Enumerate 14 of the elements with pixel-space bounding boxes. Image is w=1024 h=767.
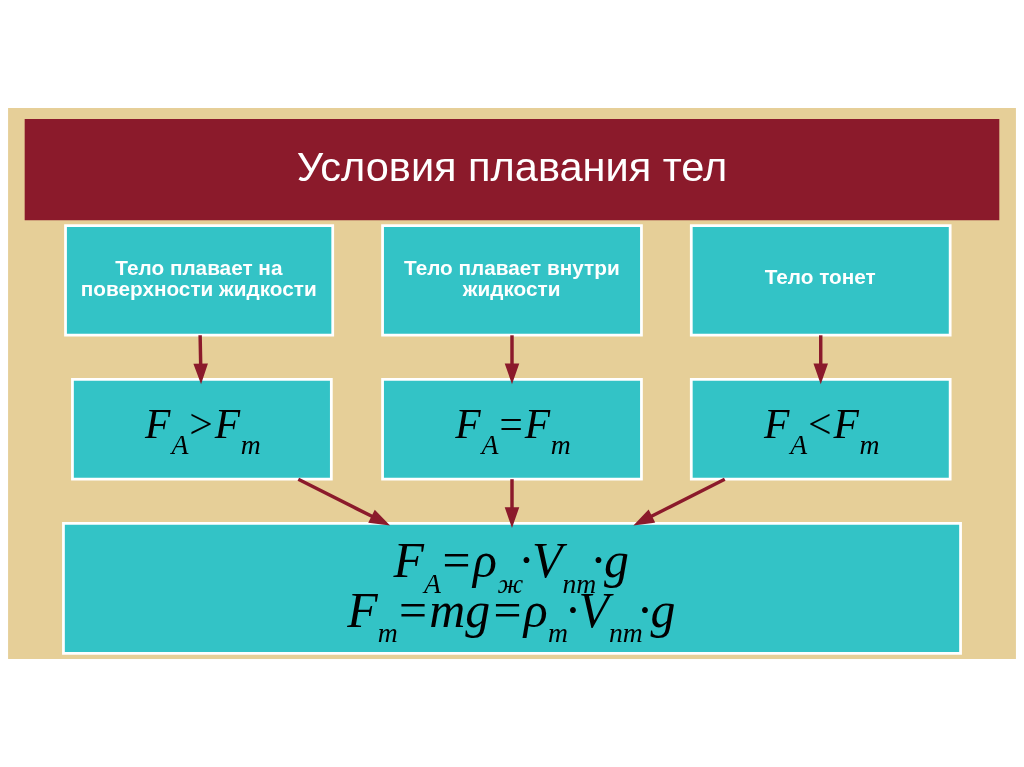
arrow [813, 335, 828, 385]
node-box: F$_{A}$<F$_{т}$ [689, 377, 952, 481]
arrow [504, 479, 520, 529]
node-box: F$_{A}$>F$_{т}$ [71, 377, 333, 481]
node-box: Тело тонет [689, 224, 952, 337]
arrow [504, 335, 520, 385]
diagram-title: Условия плавания тел [296, 142, 728, 190]
node-box: F$_{A}$=F$_{т}$ [381, 377, 643, 481]
node-box: Тело плавает внутри жидкости [381, 224, 643, 337]
arrow [193, 335, 208, 385]
arrow [297, 477, 391, 526]
arrow [633, 477, 726, 526]
node-box: F$_{A}$=ρ$_{ж}$·V$_{пт}$·g F$_{т}$=mg=ρ$_{т}$·V$_{пт}$·g [62, 521, 962, 655]
node-box: Тело плавает на поверхности жидкости [64, 224, 335, 337]
